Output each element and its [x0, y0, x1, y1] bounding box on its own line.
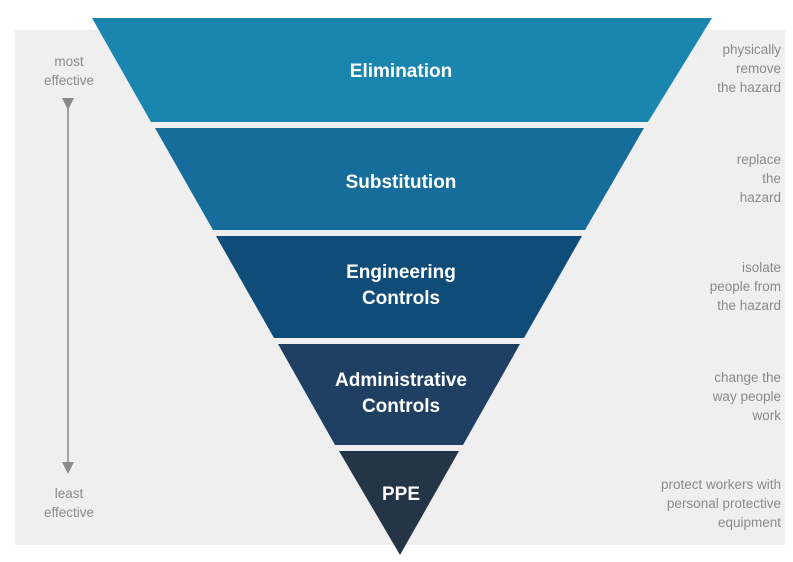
description-line: hazard — [739, 190, 781, 205]
level-label-administrative: Administrative — [335, 370, 467, 391]
description-line: the hazard — [717, 298, 781, 313]
description-line: work — [752, 408, 781, 423]
description-substitution: replace the hazard — [611, 150, 781, 207]
most-effective-label: most effective — [29, 52, 109, 90]
level-label-engineering: Engineering — [346, 262, 456, 283]
description-elimination: physically remove the hazard — [611, 40, 781, 97]
band-administrative-controls — [278, 344, 520, 445]
description-line: replace — [736, 152, 781, 167]
description-line: remove — [735, 61, 781, 76]
description-line: way people — [712, 389, 781, 404]
description-line: protect workers with — [660, 477, 781, 492]
description-engineering-controls: isolate people from the hazard — [611, 258, 781, 315]
description-line: the — [762, 171, 781, 186]
level-label-ppe: PPE — [382, 484, 420, 505]
description-administrative-controls: change the way people work — [611, 368, 781, 425]
level-label-substitution: Substitution — [346, 172, 457, 193]
description-line: isolate — [741, 260, 781, 275]
band-engineering-controls — [216, 236, 582, 338]
label-line: most — [54, 54, 84, 69]
label-line: effective — [43, 73, 95, 88]
level-label-controls: Controls — [362, 396, 440, 417]
description-ppe: protect workers with personal protective… — [611, 475, 781, 532]
description-line: personal protective — [666, 496, 781, 511]
description-line: change the — [714, 370, 781, 385]
description-line: people from — [709, 279, 781, 294]
label-line: effective — [43, 505, 95, 520]
level-label-elimination: Elimination — [350, 61, 452, 82]
band-ppe — [339, 451, 459, 555]
least-effective-label: least effective — [29, 484, 109, 522]
level-label-controls: Controls — [362, 288, 440, 309]
band-elimination — [92, 18, 712, 122]
description-line: physically — [722, 42, 781, 57]
description-line: the hazard — [717, 80, 781, 95]
band-substitution — [155, 128, 644, 230]
label-line: least — [54, 486, 84, 501]
description-line: equipment — [717, 515, 781, 530]
